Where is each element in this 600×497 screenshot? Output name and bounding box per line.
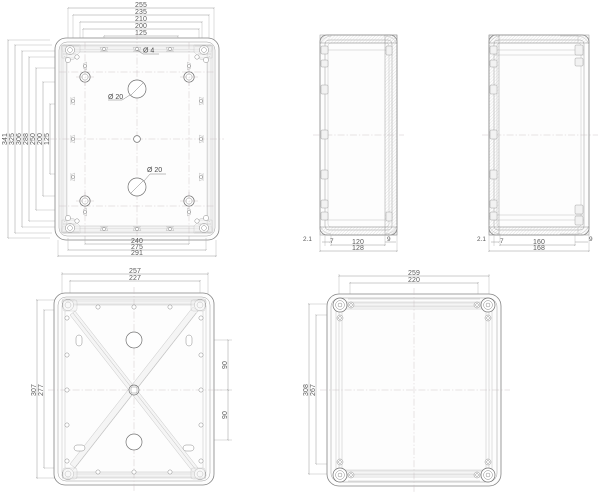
dim-lidtop-left-1: 308	[303, 384, 310, 396]
dim-left-5: 250	[30, 133, 37, 145]
dim-lid-right-2: 90	[222, 411, 229, 419]
dim-side-b-2: 7	[500, 238, 504, 245]
dim-side-a-2: 7	[330, 238, 334, 245]
dim-bottom-2: 275	[131, 244, 143, 251]
lid-perimeter-holes	[64, 304, 204, 475]
clip-column-left	[320, 45, 329, 221]
top-dimension-stack: 255 235 210 200 125	[67, 2, 215, 62]
mounting-boss-group	[76, 68, 198, 210]
enclosure-base-body: Ø 4 Ø 20 Ø 20	[50, 33, 224, 245]
dim-left-1: 341	[2, 133, 9, 145]
dim-side-b-overall: 168	[533, 245, 545, 252]
dim-side-a-overall: 128	[352, 245, 364, 252]
corner-boss-br	[193, 215, 213, 234]
view-lid-underside: 257 227 307 277 90 90	[31, 268, 232, 492]
bottom-dimension-stack: 240 275 291	[57, 236, 217, 257]
dim-left-7: 125	[44, 133, 51, 145]
lidtop-corner-screws	[332, 297, 496, 483]
dim-lid-top-2: 227	[129, 275, 141, 282]
dim-side-b-4: 9	[589, 236, 593, 243]
note-diameter-4: Ø 4	[136, 48, 159, 55]
note-diameter-20-lower: Ø 20	[143, 167, 166, 182]
lid-top-body	[320, 288, 510, 492]
clip-column-right-b	[574, 44, 584, 226]
label-diameter-20-upper: Ø 20	[108, 94, 123, 101]
dim-top-3: 210	[135, 16, 147, 23]
anchor-col-right	[187, 61, 204, 217]
dim-left-6: 200	[37, 133, 44, 145]
anchor-col-left	[70, 61, 87, 217]
dim-top-2: 235	[135, 9, 147, 16]
dim-lid-top-1: 257	[129, 268, 141, 275]
lid-underside-body	[48, 287, 222, 492]
knockout-upper	[127, 79, 147, 99]
dim-top-1: 255	[135, 2, 147, 9]
dim-lidtop-top-1: 259	[408, 270, 420, 277]
view-lid-top: 259 220 308 267	[303, 270, 510, 492]
center-hole	[133, 135, 141, 143]
view-side-elevation-a: 2.1 7 120 9 128	[303, 34, 404, 252]
dim-lid-left-1: 307	[31, 384, 38, 396]
lid-inner-features	[73, 331, 195, 452]
clip-column-left-b	[489, 45, 498, 221]
dim-top-5: 125	[135, 30, 147, 37]
anchor-row-bottom	[99, 226, 175, 231]
note-diameter-20-upper: Ø 20	[108, 94, 131, 101]
dim-bottom-3: 291	[131, 250, 143, 257]
lid-top-dimension-stack: 257 227	[61, 268, 209, 300]
side-a-dimension-stack: 2.1 7 120 9 128	[303, 235, 398, 252]
dim-lid-right-1: 90	[222, 361, 229, 369]
dim-left-2: 325	[9, 133, 16, 145]
corner-boss-bl	[61, 215, 81, 234]
view-side-elevation-b: 2.1 7 160 9 168	[477, 34, 598, 252]
dim-bottom-1: 240	[131, 238, 143, 245]
anchor-row-top	[99, 47, 175, 52]
corner-boss-tr	[193, 44, 213, 63]
dim-side-b-3: 160	[533, 239, 545, 246]
label-diameter-20-lower: Ø 20	[147, 167, 162, 174]
clip-column-right	[385, 45, 393, 222]
view-base-plan: 255 235 210 200 125	[2, 2, 224, 257]
lidtop-inner-screws	[336, 301, 492, 479]
label-diameter-4: Ø 4	[143, 48, 154, 55]
dim-left-3: 306	[16, 133, 23, 145]
knockout-lower	[127, 177, 147, 197]
dim-side-a-3: 120	[352, 239, 364, 246]
dim-lid-left-2: 277	[38, 384, 45, 396]
left-dimension-stack: 341 325 306 288 250 200 125	[2, 39, 70, 239]
dim-side-a-1: 2.1	[303, 236, 312, 243]
dim-top-4: 200	[135, 23, 147, 30]
dim-left-4: 288	[23, 133, 30, 145]
dim-lidtop-left-2: 267	[310, 384, 317, 396]
corner-boss-tl	[61, 44, 81, 63]
side-b-dimension-stack: 2.1 7 160 9 168	[477, 235, 593, 252]
lidtop-top-dimension-stack: 259 220	[338, 270, 490, 300]
dim-side-a-4: 9	[387, 236, 391, 243]
lid-corner-bosses	[62, 299, 206, 480]
dim-side-b-1: 2.1	[477, 236, 486, 243]
dim-lidtop-top-2: 220	[408, 277, 420, 284]
